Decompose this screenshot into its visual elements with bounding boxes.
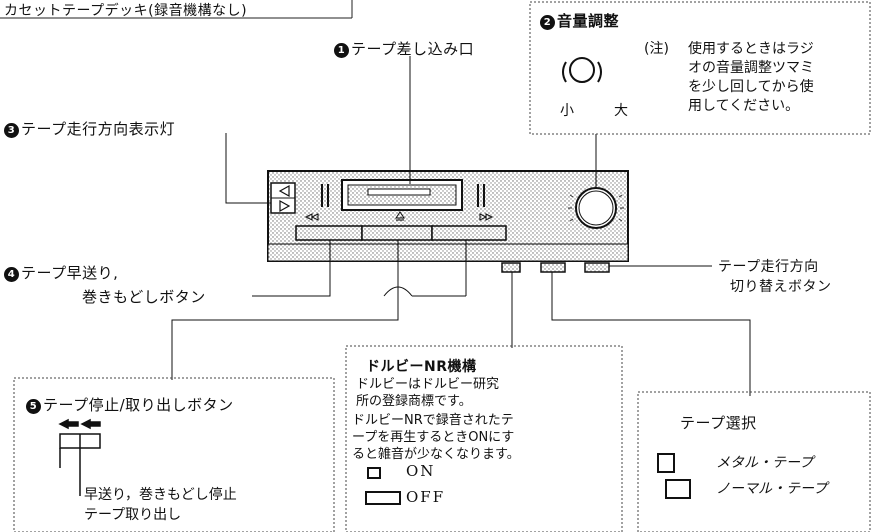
ffrew-label-line2: 巻きもどしボタン	[82, 288, 206, 306]
dolby-note-line: 所の登録商標です。	[356, 394, 472, 409]
fast-forward-icon	[479, 213, 488, 221]
tape-slot	[341, 179, 463, 211]
eject-icon	[395, 211, 405, 219]
tape-slot-label-text: テープ差し込み口	[351, 40, 475, 58]
stop-eject-title-text: テープ停止/取り出しボタン	[43, 396, 234, 414]
volume-note-line: を少し回してから使	[688, 79, 814, 95]
stop-eject-box-border	[13, 377, 335, 532]
volume-knob-icon	[568, 183, 624, 229]
tape-select-title: テープ選択	[680, 414, 757, 432]
number-badge: 4	[4, 267, 19, 282]
direction-lamp-indicator	[270, 182, 296, 214]
dolby-desc: ドルビーNRで録音されたテ ープを再生するときONにす ると雑音が少なくなります…	[352, 412, 520, 463]
dolby-off-label: OFF	[406, 488, 446, 506]
number-badge: 5	[26, 399, 41, 414]
number-badge: 2	[540, 15, 555, 30]
volume-note-line: 使用するときはラジ	[688, 41, 814, 57]
tape-select-normal: ノーマル・テープ	[716, 481, 828, 497]
transport-buttons	[295, 225, 507, 241]
tape-select-icons	[657, 453, 691, 499]
dolby-desc-line: ドルビーNRで録音されたテ	[352, 413, 514, 428]
small-switches	[501, 262, 610, 273]
volume-small-label: 小	[560, 103, 574, 119]
left-arrow-icon	[278, 184, 290, 198]
dolby-on-label: ON	[406, 462, 436, 480]
dolby-title: ドルビーNR機構	[366, 359, 477, 375]
volume-note-line: オの音量調整ツマミ	[688, 60, 814, 76]
dolby-note-line: ドルビーはドルビー研究	[356, 377, 500, 392]
stop-eject-item2: テープ取り出し	[84, 507, 182, 523]
stop-eject-item1: 早送り，巻きもどし停止	[84, 487, 237, 503]
dolby-box-border	[345, 345, 623, 532]
dolby-switch-icons	[365, 467, 401, 505]
number-badge: 1	[334, 43, 349, 58]
volume-large-label: 大	[614, 103, 628, 119]
tape-select-box-border	[637, 391, 871, 532]
volume-box-border	[529, 1, 871, 135]
dolby-desc-line: ープを再生するときONにす	[352, 430, 515, 445]
volume-title-text: 音量調整	[557, 12, 620, 30]
volume-note-mark: (注)	[644, 41, 669, 57]
volume-note: 使用するときはラジ オの音量調整ツマミ を少し回してから使 用してください。	[688, 40, 866, 116]
tape-select-metal: メタル・テープ	[716, 455, 814, 471]
header-title: カセットテープデッキ(録音機構なし)	[4, 3, 248, 19]
ffrew-label-line1: テープ早送り,	[21, 264, 119, 282]
volume-note-line: 用してください。	[688, 98, 800, 114]
dolby-note: ドルビーはドルビー研究 所の登録商標です。	[356, 376, 499, 410]
number-badge: 3	[4, 123, 19, 138]
rotate-arrows-icon	[562, 57, 602, 83]
switch-button-label-line1: テープ走行方向	[718, 259, 819, 275]
stop-eject-illustration	[58, 418, 101, 496]
direction-lamp-label-text: テープ走行方向表示灯	[21, 120, 176, 138]
switch-button-label-line2: 切り替えボタン	[730, 279, 832, 295]
dolby-desc-line: ると雑音が少なくなります。	[352, 447, 520, 462]
